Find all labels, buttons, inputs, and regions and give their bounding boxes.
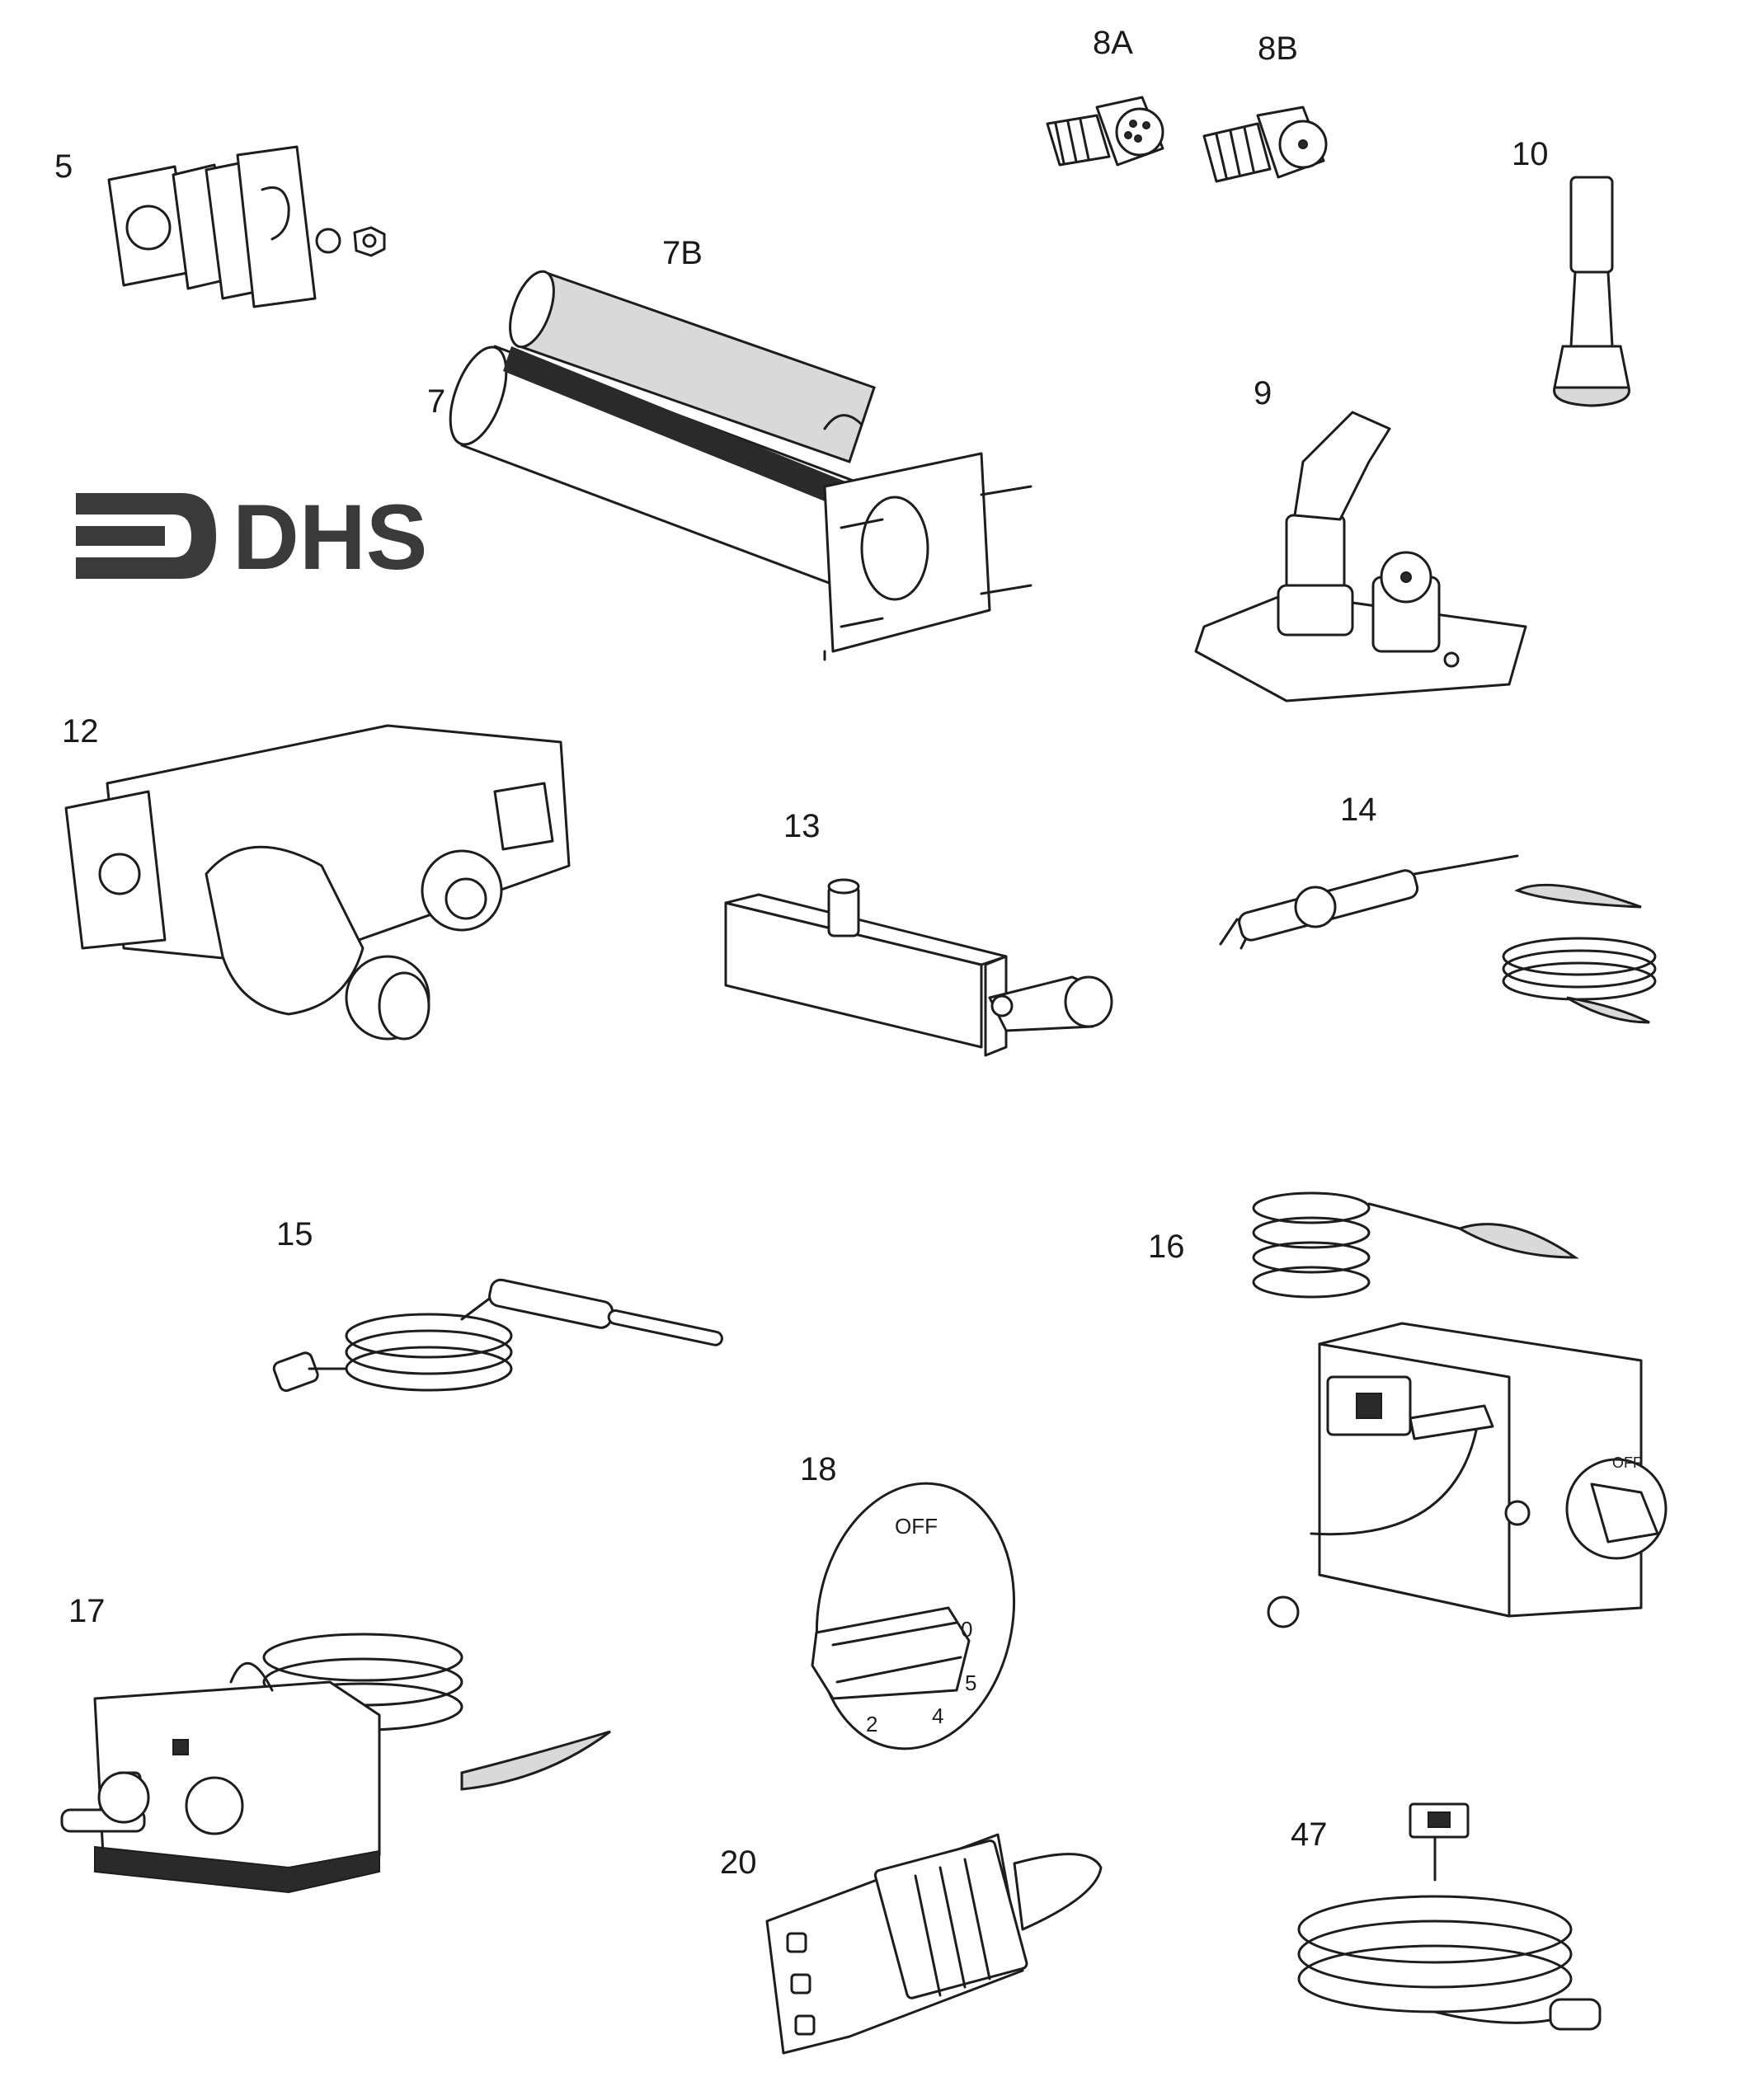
- thermostat-off-marking: OFF: [1612, 1454, 1642, 1471]
- part-18-knob: OFF 0 2 4 5: [811, 1482, 1016, 1750]
- part-9-pilot: [1194, 411, 1527, 702]
- label-part-17: 17: [68, 1593, 106, 1629]
- label-part-15: 15: [276, 1216, 313, 1252]
- dial-marking-2: 2: [866, 1712, 877, 1736]
- label-part-8b: 8B: [1258, 31, 1298, 67]
- label-part-9: 9: [1254, 375, 1272, 411]
- dial-marking-0: 0: [961, 1617, 972, 1642]
- part-16-thermostat: OFF: [1252, 1191, 1668, 1628]
- label-part-7b: 7B: [662, 235, 703, 271]
- part-17-thermostat: [60, 1633, 611, 1894]
- dial-marking-off: OFF: [895, 1514, 938, 1539]
- part-5-gaskets: [107, 145, 386, 308]
- part-10-probe: [1553, 176, 1630, 407]
- label-part-10: 10: [1512, 136, 1549, 172]
- part-13-bracket: [724, 878, 1113, 1057]
- part-8b-injector: [1202, 106, 1328, 183]
- label-part-18: 18: [800, 1451, 837, 1487]
- label-part-20: 20: [720, 1844, 757, 1881]
- label-part-12: 12: [62, 713, 99, 749]
- part-20-plug: [765, 1833, 1103, 2055]
- part-47-sensor: [1297, 1802, 1602, 2031]
- label-part-8a: 8A: [1093, 25, 1133, 61]
- label-part-14: 14: [1340, 792, 1377, 828]
- label-part-47: 47: [1291, 1816, 1328, 1853]
- label-part-16: 16: [1148, 1229, 1185, 1265]
- part-8a-injector: [1046, 96, 1164, 167]
- dial-marking-4: 4: [932, 1703, 943, 1728]
- part-labels: 5 7 7B 8A 8B 9 10 12 13 14 15 16 17 18 2…: [54, 25, 1549, 1881]
- part-15-thermocouple: [272, 1278, 723, 1393]
- part-14-igniter: [1219, 854, 1657, 1024]
- dhs-logo-text: DHS: [233, 486, 427, 589]
- part-7-burner: [449, 270, 1033, 661]
- dhs-logo: DHS: [76, 486, 427, 589]
- part-12-gas-valve: [64, 724, 571, 1041]
- label-part-5: 5: [54, 148, 73, 185]
- label-part-7: 7: [427, 383, 445, 420]
- label-part-13: 13: [783, 808, 821, 844]
- dial-marking-5: 5: [965, 1670, 976, 1695]
